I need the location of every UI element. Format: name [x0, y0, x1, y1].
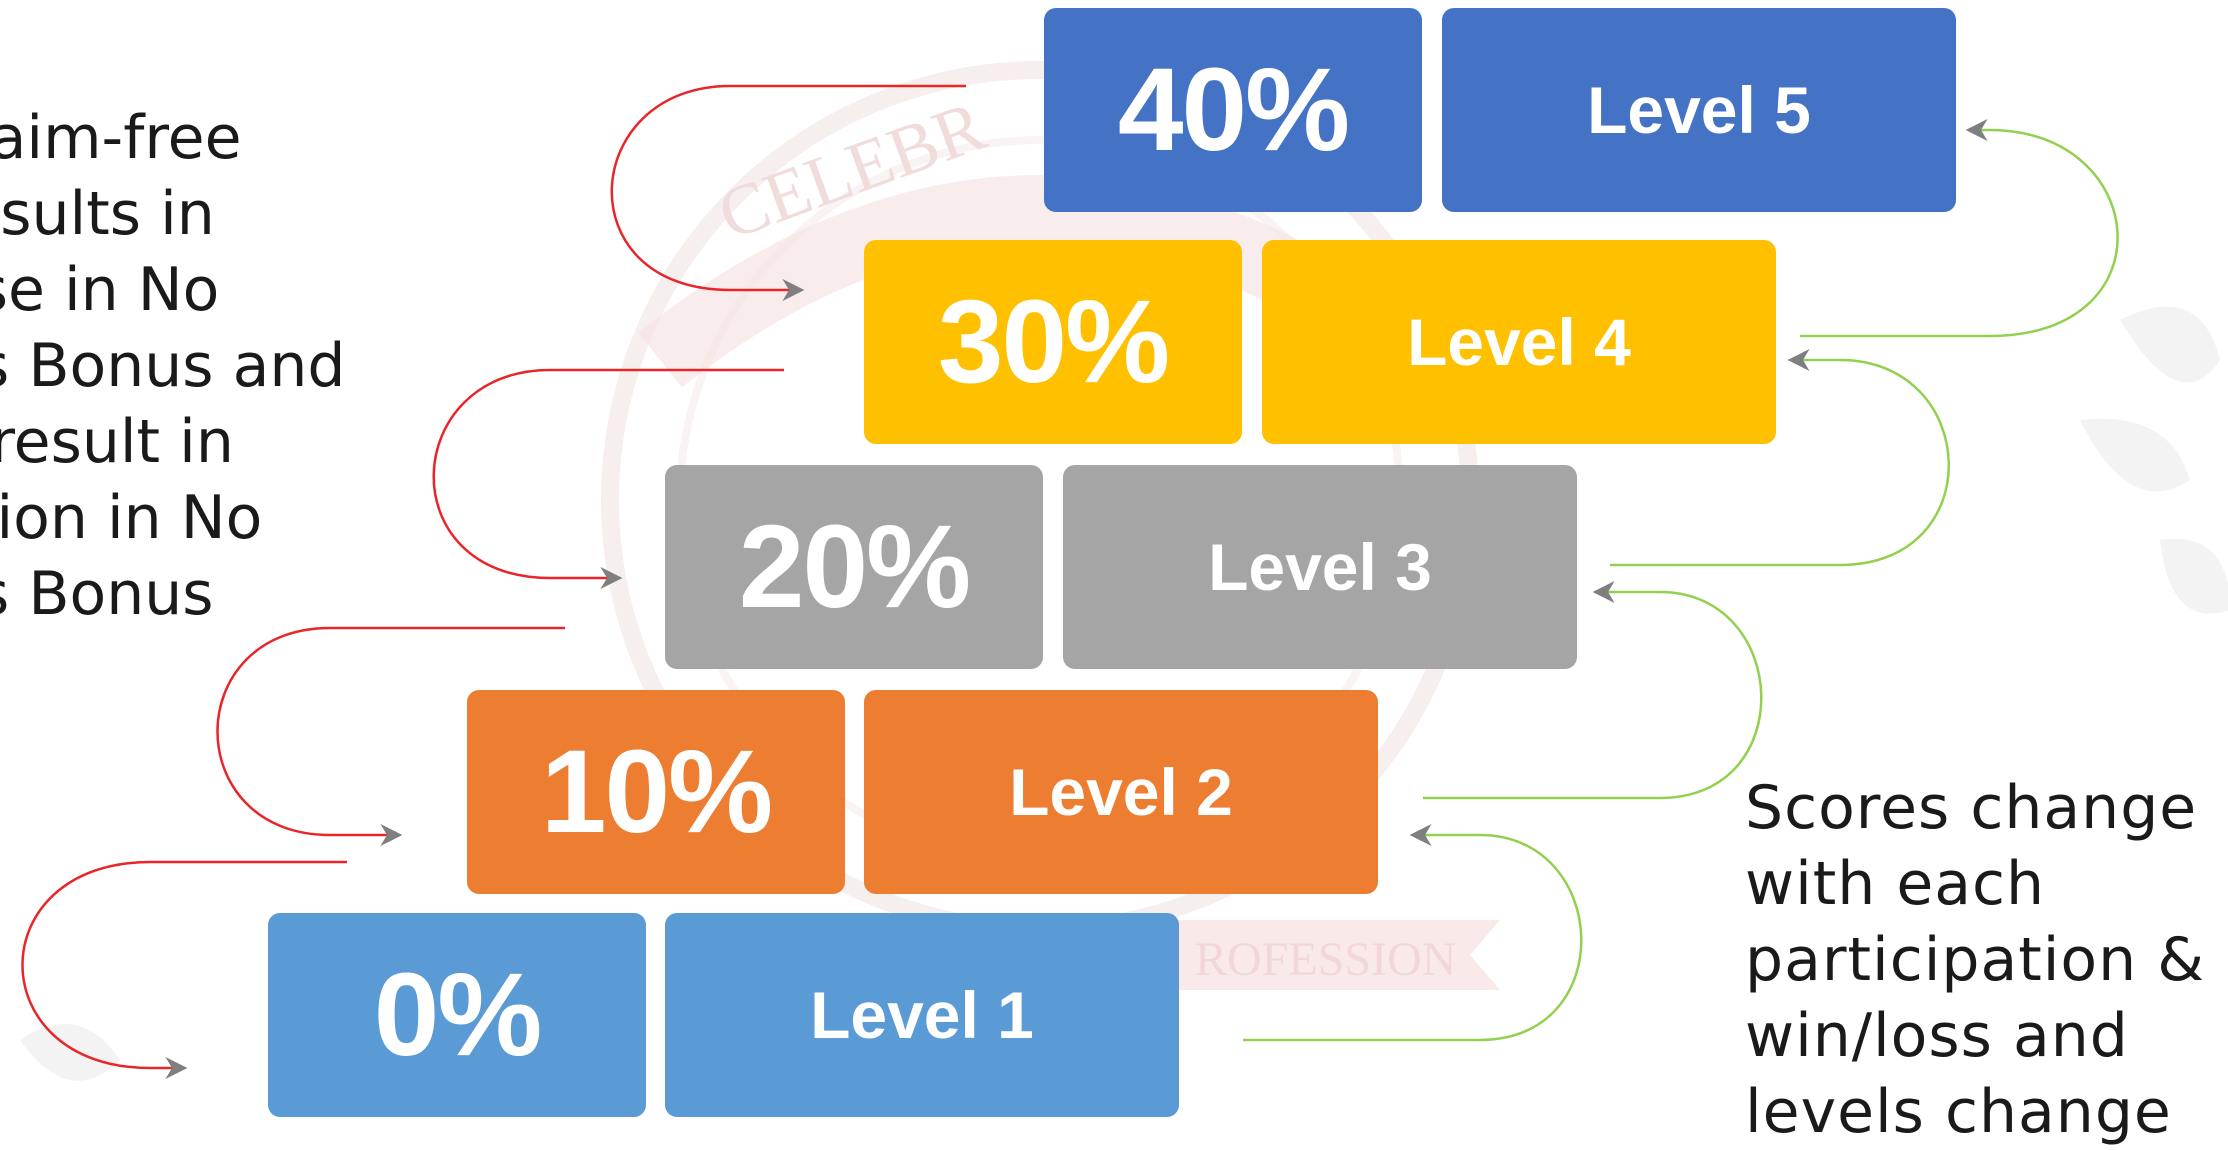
- up-arrows: [1243, 119, 2119, 1042]
- left-note-line: ns Bonus and: [0, 331, 346, 401]
- down-arrow-level4-to-3: [432, 368, 784, 589]
- up-arrow-level3-to-4: [1610, 349, 1950, 567]
- level-3-percent-box: 20%: [665, 465, 1043, 669]
- up-arrow-level1-to-2: [1243, 824, 1583, 1042]
- level-5-percent: 40%: [1117, 44, 1350, 176]
- level-4-label-box: Level 4: [1262, 240, 1776, 444]
- level-2-percent: 10%: [540, 726, 773, 858]
- left-note-line: ase in No: [0, 255, 220, 325]
- right-note-line: participation &: [1745, 925, 2206, 995]
- left-note-line: ction in No: [0, 483, 263, 553]
- level-3-percent: 20%: [738, 501, 971, 633]
- level-5-percent-box: 40%: [1044, 8, 1422, 212]
- level-4-percent-box: 30%: [864, 240, 1242, 444]
- level-2-percent-box: 10%: [467, 690, 845, 894]
- up-arrow-level4-to-5: [1800, 119, 2119, 338]
- right-description: Scores change with each participation & …: [1745, 770, 2225, 1150]
- level-2-label-box: Level 2: [864, 690, 1378, 894]
- watermark-bottom-text: ROFESSION: [1195, 933, 1456, 986]
- right-note-line: with each: [1745, 849, 2046, 919]
- left-note-line: results in: [0, 179, 215, 249]
- level-1-percent-box: 0%: [268, 913, 646, 1117]
- down-arrow-level2-to-1: [21, 860, 347, 1079]
- level-3-label: Level 3: [1208, 530, 1432, 604]
- right-note-line: levels change: [1745, 1077, 2172, 1147]
- level-1-percent: 0%: [373, 949, 543, 1081]
- up-arrow-level2-to-3: [1423, 581, 1763, 800]
- level-5-label: Level 5: [1587, 73, 1811, 147]
- right-note-line: win/loss and: [1745, 1001, 2129, 1071]
- down-arrows: [21, 84, 966, 1079]
- left-note-line: claim-free: [0, 103, 242, 173]
- right-note-line: Scores change: [1745, 773, 2198, 843]
- left-description: claim-free results in ase in No ns Bonus…: [0, 100, 380, 632]
- left-note-line: ns Bonus: [0, 559, 214, 629]
- level-1-label-box: Level 1: [665, 913, 1179, 1117]
- down-arrow-level5-to-4: [610, 84, 966, 301]
- left-note-line: s result in: [0, 407, 234, 477]
- level-1-label: Level 1: [810, 978, 1034, 1052]
- level-4-label: Level 4: [1407, 305, 1631, 379]
- level-2-label: Level 2: [1009, 755, 1233, 829]
- level-4-percent: 30%: [937, 276, 1170, 408]
- down-arrow-level3-to-2: [216, 626, 565, 846]
- level-5-label-box: Level 5: [1442, 8, 1956, 212]
- level-3-label-box: Level 3: [1063, 465, 1577, 669]
